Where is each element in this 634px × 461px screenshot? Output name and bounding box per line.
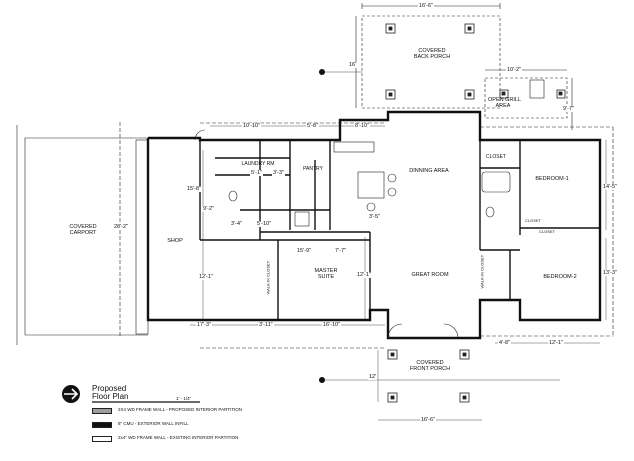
closet-small-1-label: CLOSET [524, 218, 541, 223]
dim-carport-depth: 28'-2" [113, 224, 130, 230]
shop-label: SHOP [167, 238, 183, 244]
stool [366, 202, 376, 212]
front-door-swing [387, 323, 459, 339]
laundry-label: LAUNDRY RM [241, 161, 275, 167]
kitchen-counter [333, 141, 375, 153]
closet-right-label: CLOSET [485, 154, 506, 160]
dim-grill-depth: 9'-7" [562, 106, 575, 112]
dim-back-porch-width: 16'-6" [418, 3, 435, 9]
dim-front-porch-width: 16'-6" [420, 417, 437, 423]
dim-top-a: 10'-10" [242, 123, 262, 129]
boundary-lines [119, 122, 614, 349]
exterior-walls [146, 110, 602, 340]
closet-small-2-label: CLOSET [538, 229, 555, 234]
dim-grill-width: 10'-2" [506, 67, 523, 73]
grill-area-outline [484, 69, 573, 130]
kitchen-island [357, 171, 385, 199]
dining-area-label: DINNING AREA [409, 168, 449, 174]
covered-back-porch-label: COVERED BACK PORCH [413, 48, 451, 60]
legend-scale: 1' - 1/4" [176, 396, 192, 401]
dim-bath-d: 5'-10" [256, 221, 273, 227]
dim-hall-a: 3'-5" [368, 214, 381, 220]
legend-title-line1: Proposed [92, 384, 127, 393]
stool [387, 187, 397, 197]
dim-back-porch-depth: 16' [348, 62, 358, 68]
dim-bottom-e: 12'-1" [548, 340, 565, 346]
dim-bottom-d: 4'-8" [498, 340, 511, 346]
bathtub [481, 171, 511, 193]
dim-bath-b: 3'-3" [272, 170, 285, 176]
dim-front-porch-depth: 12' [368, 374, 378, 380]
dim-hall-b: 15'-9" [296, 248, 313, 254]
dim-bath-a: 5'-1" [250, 170, 263, 176]
dim-bed1-depth: 14'-5" [602, 184, 619, 190]
dim-bottom-a: 17'-3" [196, 322, 213, 328]
legend-swatch-cmu [92, 422, 112, 428]
stool [387, 173, 397, 183]
pantry-label: PANTRY [303, 166, 323, 172]
walk-in-closet-2-label: WALK-IN CLOSET [479, 254, 485, 289]
dim-shop-depth-lower: 12'-1" [198, 274, 215, 280]
bedroom-1-label: BEDROOM-1 [535, 176, 569, 182]
legend-item-proposed: 2X4 WD FRAME WALL - PROPOSED INTERIOR PA… [118, 407, 243, 412]
dim-bottom-b: 3'-11" [258, 322, 274, 328]
fixtures [194, 129, 511, 339]
legend-swatch-proposed [92, 408, 112, 414]
dim-bed2-depth: 13'-3" [602, 270, 619, 276]
legend-graphics [62, 69, 325, 403]
dim-hall-c: 7'-7" [334, 248, 347, 254]
dim-top-c: 8'-10" [354, 123, 371, 129]
dim-master-depth: 12'-1" [356, 272, 373, 278]
legend-swatch-existing [92, 436, 112, 442]
covered-front-porch-label: COVERED FRONT PORCH [409, 360, 451, 372]
legend-title-line2: Floor Plan [92, 392, 129, 401]
legend-item-existing: 2x4" WD FRAME WALL - EXISTING INTERIOR P… [118, 435, 239, 440]
dim-top-b: 5'-8" [306, 123, 319, 129]
covered-carport-label: COVERED CARPORT [69, 224, 97, 236]
door-swing [194, 129, 206, 141]
walk-in-closet-label: WALK-IN CLOSET [265, 260, 271, 295]
master-suite-label: MASTER SUITE [314, 268, 338, 280]
shower [294, 211, 310, 227]
toilet [228, 190, 238, 202]
dim-shop-inner: 9'-2" [202, 206, 215, 212]
toilet [485, 206, 495, 218]
dim-bath-c: 3'-4" [230, 221, 243, 227]
bedroom-2-label: BEDROOM-2 [543, 274, 577, 280]
dim-shop-depth-upper: 15'-8" [186, 186, 203, 192]
open-grill-area-label: OPEN GRILL AREA [488, 97, 522, 109]
porch-columns [385, 23, 566, 403]
great-room-label: GREAT ROOM [411, 272, 449, 278]
dim-bottom-c: 16'-10" [322, 322, 342, 328]
legend-item-cmu: 8" CMU - EXTERIOR WALL INFILL [118, 421, 189, 426]
